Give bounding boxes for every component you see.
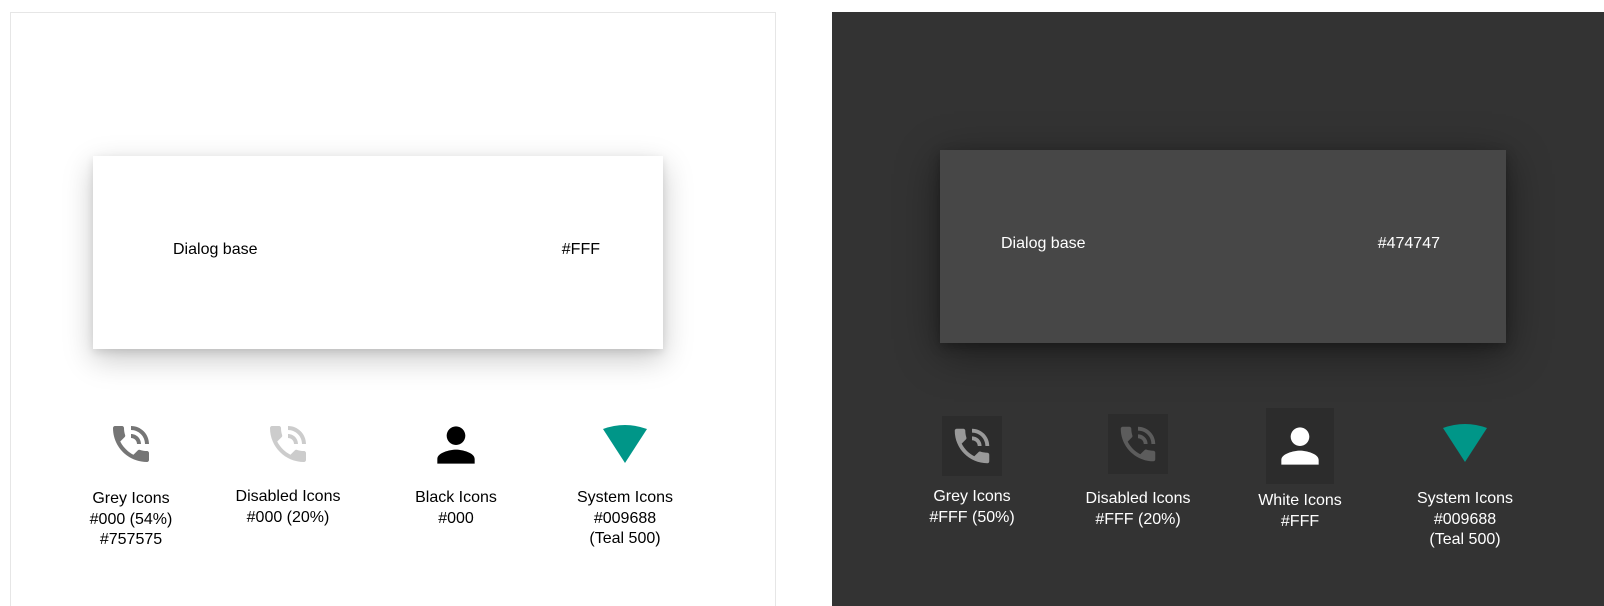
- dialog-color-label: #FFF: [561, 241, 600, 258]
- system-icons-caption: System Icons #009688 (Teal 500): [1390, 489, 1540, 551]
- caption-line: (Teal 500): [589, 530, 661, 547]
- phone-in-talk-icon: [942, 416, 1002, 476]
- caption-line: System Icons: [576, 489, 674, 506]
- disabled-icons-caption: Disabled Icons #000 (20%): [213, 487, 363, 528]
- phone-in-talk-icon: [107, 420, 155, 468]
- caption-line: #009688: [1433, 510, 1497, 528]
- caption-line: #000: [438, 509, 474, 527]
- caption-line: Disabled Icons: [1085, 490, 1191, 507]
- caption-line: Grey Icons: [933, 488, 1011, 505]
- caption-line: Black Icons: [415, 489, 497, 506]
- grey-icons-caption: Grey Icons #000 (54%) #757575: [56, 489, 206, 551]
- light-dialog-base: Dialog base #FFF: [93, 156, 663, 349]
- caption-line: White Icons: [1258, 492, 1342, 509]
- caption-line: System Icons: [1416, 490, 1514, 507]
- caption-line: #000 (54%): [89, 510, 173, 528]
- white-icons-caption: White Icons #FFF: [1225, 491, 1375, 532]
- caption-line: #FFF: [1280, 512, 1320, 530]
- dark-theme-panel: Dialog base #474747 Grey Icons #FFF (50%…: [832, 12, 1604, 606]
- black-icons-caption: Black Icons #000: [381, 488, 531, 529]
- dialog-base-label: Dialog base: [173, 241, 258, 258]
- phone-in-talk-icon: [264, 420, 312, 468]
- dialog-base-label: Dialog base: [1001, 235, 1086, 252]
- dark-dialog-base: Dialog base #474747: [940, 150, 1506, 343]
- signal-wedge-icon: [603, 425, 647, 463]
- caption-line: #757575: [99, 531, 163, 548]
- caption-line: #FFF (50%): [929, 508, 1015, 526]
- grey-icons-caption: Grey Icons #FFF (50%): [897, 487, 1047, 528]
- light-theme-panel: Dialog base #FFF Grey Icons #000 (54%) #…: [10, 12, 776, 606]
- caption-line: Disabled Icons: [235, 488, 341, 505]
- phone-in-talk-icon: [1108, 414, 1168, 474]
- person-icon: [1266, 408, 1334, 484]
- caption-line: #009688: [593, 509, 657, 527]
- caption-line: #000 (20%): [246, 508, 330, 526]
- caption-line: (Teal 500): [1429, 531, 1501, 548]
- caption-line: #FFF (20%): [1095, 510, 1181, 528]
- caption-line: Grey Icons: [92, 490, 170, 507]
- system-icons-caption: System Icons #009688 (Teal 500): [550, 488, 700, 550]
- person-icon: [428, 417, 484, 473]
- disabled-icons-caption: Disabled Icons #FFF (20%): [1063, 489, 1213, 530]
- dialog-color-label: #474747: [1377, 235, 1440, 252]
- signal-wedge-icon: [1443, 424, 1487, 462]
